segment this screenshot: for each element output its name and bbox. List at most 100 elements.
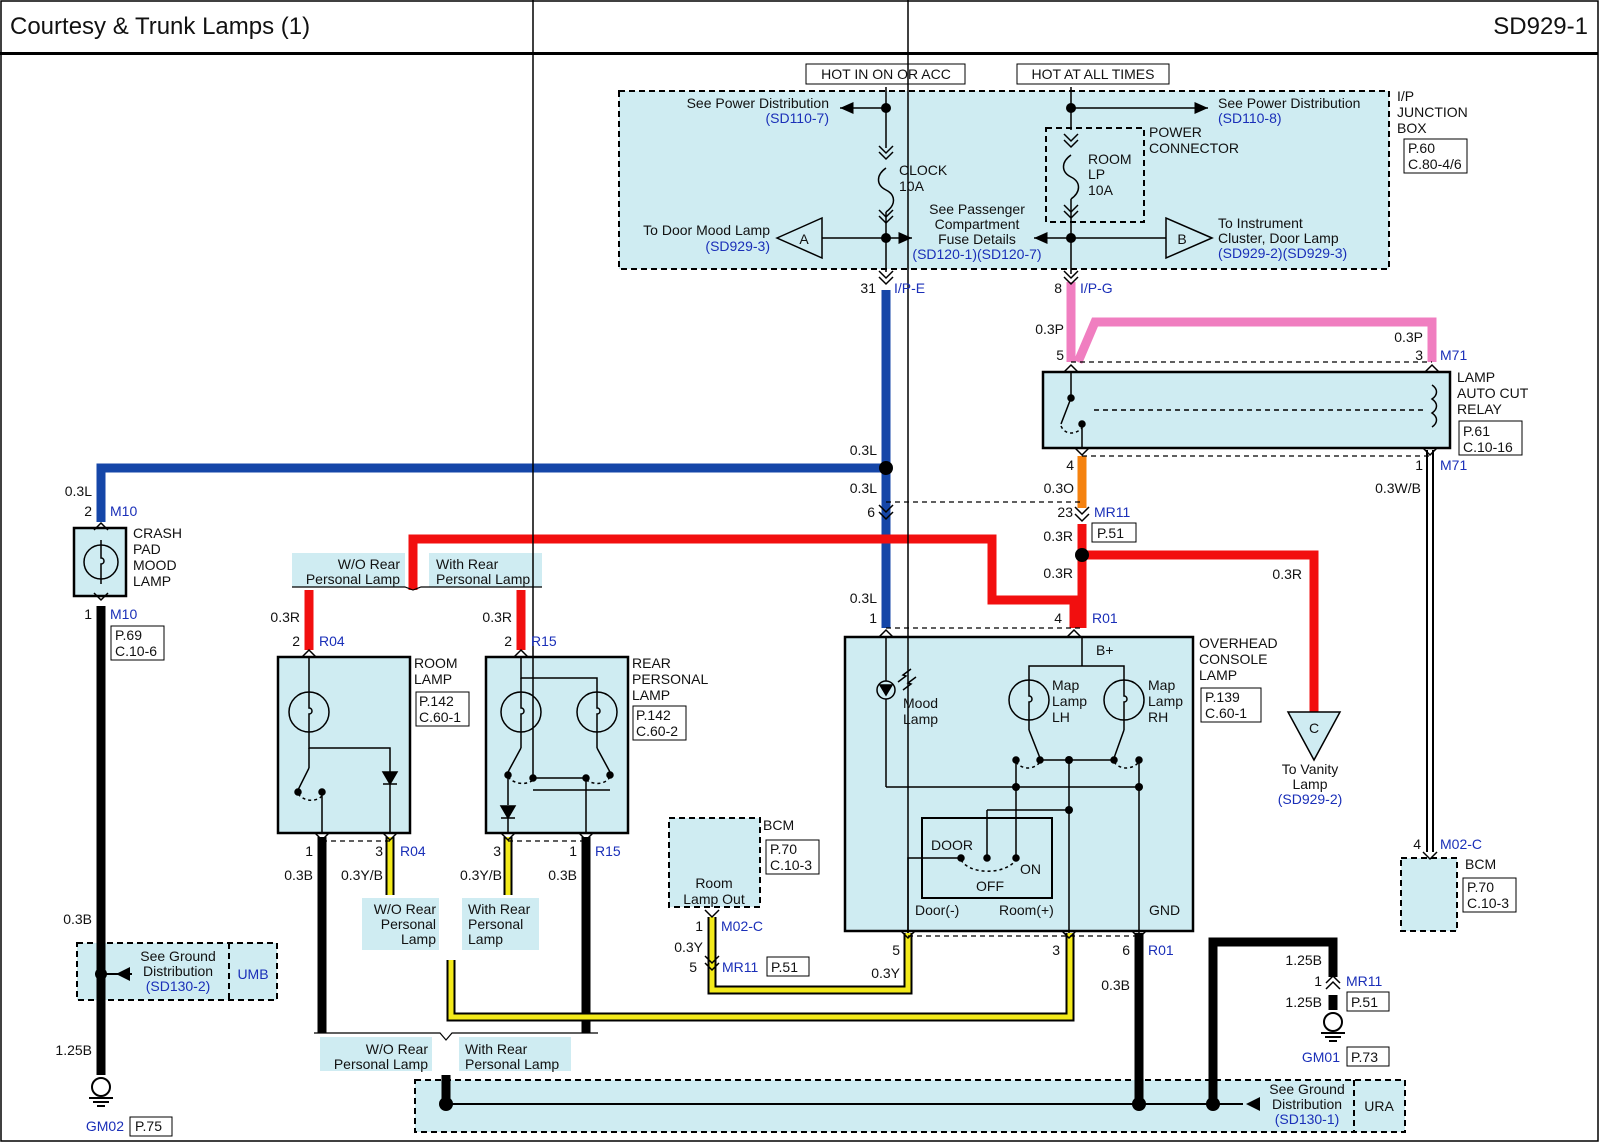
gr-w125b-b: 1.25B [1285, 994, 1322, 1010]
rear-label-2: PERSONAL [632, 671, 708, 687]
umb-label: UMB [237, 966, 268, 982]
ov-off: OFF [976, 878, 1004, 894]
opt-with-rear-mid-3: Lamp [468, 931, 503, 947]
option-split-lines [292, 586, 598, 1041]
main-w03r-b: 0.3R [1043, 565, 1073, 581]
main-w03r-a: 0.3R [1043, 528, 1073, 544]
conn-c-label: C [1309, 720, 1319, 736]
gr-pin1: 1 [1314, 973, 1322, 989]
room-label-2: LAMP [414, 671, 452, 687]
m71-top: M71 [1440, 347, 1467, 363]
ov-pin4: 4 [1054, 610, 1062, 626]
room-pin1: 1 [305, 843, 313, 859]
rear-pin1: 1 [569, 843, 577, 859]
overhead-box [843, 635, 1195, 933]
power-connector-box [1045, 127, 1145, 223]
ground-ura-box [414, 1079, 1406, 1133]
ov-map-rh-1: Map [1148, 677, 1175, 693]
room-ref-2: C.60-1 [419, 709, 461, 725]
to-door-mood-ref: (SD929-3) [705, 238, 770, 254]
ov-label-2: CONSOLE [1199, 651, 1267, 667]
bcm-right-pin4: 4 [1413, 836, 1421, 852]
room-w03b: 0.3B [284, 867, 313, 883]
ov-map-rh-2: Lamp [1148, 693, 1183, 709]
ov-mood-2: Lamp [903, 711, 938, 727]
opt-wo-rear-bot-1: W/O Rear [366, 1041, 429, 1057]
umb-see-ground-1: See Ground [140, 948, 216, 964]
passenger-ref: (SD120-1)(SD120-7) [912, 246, 1041, 262]
relay-internals [1060, 372, 1438, 448]
room-ref-1: P.142 [419, 693, 454, 709]
ura-see-ground-ref: (SD130-1) [1275, 1111, 1340, 1127]
main-w03l-b: 0.3L [850, 480, 877, 496]
bcm-right-box [1400, 857, 1458, 932]
opt-wo-rear-mid-2: Personal [381, 916, 436, 932]
opt-with-rear-top-2: Personal Lamp [436, 571, 530, 587]
connector-b [1165, 216, 1214, 260]
passenger-3: Fuse Details [938, 231, 1016, 247]
labels: HOT IN ON OR ACC HOT AT ALL TIMES See Po… [55, 66, 1528, 1134]
hot-on-acc-label: HOT IN ON OR ACC [821, 66, 951, 82]
rear-label-3: LAMP [632, 687, 670, 703]
ov-pin3: 3 [1052, 942, 1060, 958]
ura-see-ground-1: See Ground [1269, 1081, 1345, 1097]
opt-with-rear-bot-1: With Rear [465, 1041, 528, 1057]
ip-e: I/P-E [894, 280, 925, 296]
jb-label-1: I/P [1397, 88, 1414, 104]
jb-label-2: JUNCTION [1397, 104, 1468, 120]
bcm-right-m02c: M02-C [1440, 836, 1482, 852]
clock-amp: 10A [899, 178, 925, 194]
bcm-small-mr11: MR11 [722, 959, 759, 975]
bcm-right-label: BCM [1465, 856, 1496, 872]
connector-c [1286, 711, 1342, 762]
to-instrument-ref: (SD929-2)(SD929-3) [1218, 245, 1347, 261]
room-lamp-internals [288, 657, 399, 833]
m71-bot: M71 [1440, 457, 1467, 473]
jb-ref-1: P.60 [1408, 140, 1435, 156]
opt-with-rear-mid-2: Personal [468, 916, 523, 932]
room-lamp-box [276, 655, 412, 835]
bcm-small-box [668, 817, 761, 908]
crash-label-3: MOOD [133, 557, 177, 573]
ura-label: URA [1364, 1098, 1394, 1114]
ov-on: ON [1020, 861, 1041, 877]
crash-pad-bulb [83, 540, 119, 584]
crash-w125b: 1.25B [55, 1042, 92, 1058]
ground-symbol-gm01 [1321, 1012, 1345, 1042]
main-pin23: 23 [1057, 504, 1073, 520]
crash-ref-1: P.69 [115, 627, 142, 643]
power-connector-1: POWER [1149, 124, 1202, 140]
crash-label-4: LAMP [133, 573, 171, 589]
relay-label-3: RELAY [1457, 401, 1503, 417]
bcm-small-m02c: M02-C [721, 918, 763, 934]
main-w03r-c: 0.3R [1272, 566, 1302, 582]
rear-lamp-box [484, 655, 630, 835]
gr-mr11: MR11 [1346, 973, 1383, 989]
rear-pin3: 3 [493, 843, 501, 859]
ov-ref-2: C.60-1 [1205, 705, 1247, 721]
gr-w125b-a: 1.25B [1285, 952, 1322, 968]
ov-pin6: 6 [1122, 942, 1130, 958]
room-w03r: 0.3R [270, 609, 300, 625]
rear-w03r: 0.3R [482, 609, 512, 625]
hot-on-acc-box [805, 63, 966, 85]
crash-w03l: 0.3L [65, 483, 92, 499]
ov-w03l: 0.3L [850, 590, 877, 606]
rear-ref-2: C.60-2 [636, 723, 678, 739]
opt-with-rear-mid-1: With Rear [468, 901, 531, 917]
gm01-ref: P.73 [1351, 1049, 1378, 1065]
ov-r01-bot: R01 [1148, 942, 1174, 958]
main-mr11-ref: P.51 [1097, 525, 1124, 541]
jb-label-3: BOX [1397, 120, 1427, 136]
w03p-right: 0.3P [1394, 329, 1423, 345]
crash-pin2: 2 [84, 503, 92, 519]
crash-pin1: 1 [84, 606, 92, 622]
ip-junction-box [618, 90, 1390, 270]
bcm-small-ref-1: P.70 [770, 841, 797, 857]
room-lp-3: 10A [1088, 182, 1114, 198]
ov-w03b: 0.3B [1101, 977, 1130, 993]
room-lp-2: LP [1088, 166, 1105, 182]
ref-boxes [110, 138, 1523, 1137]
connector-chevrons [93, 133, 1440, 990]
